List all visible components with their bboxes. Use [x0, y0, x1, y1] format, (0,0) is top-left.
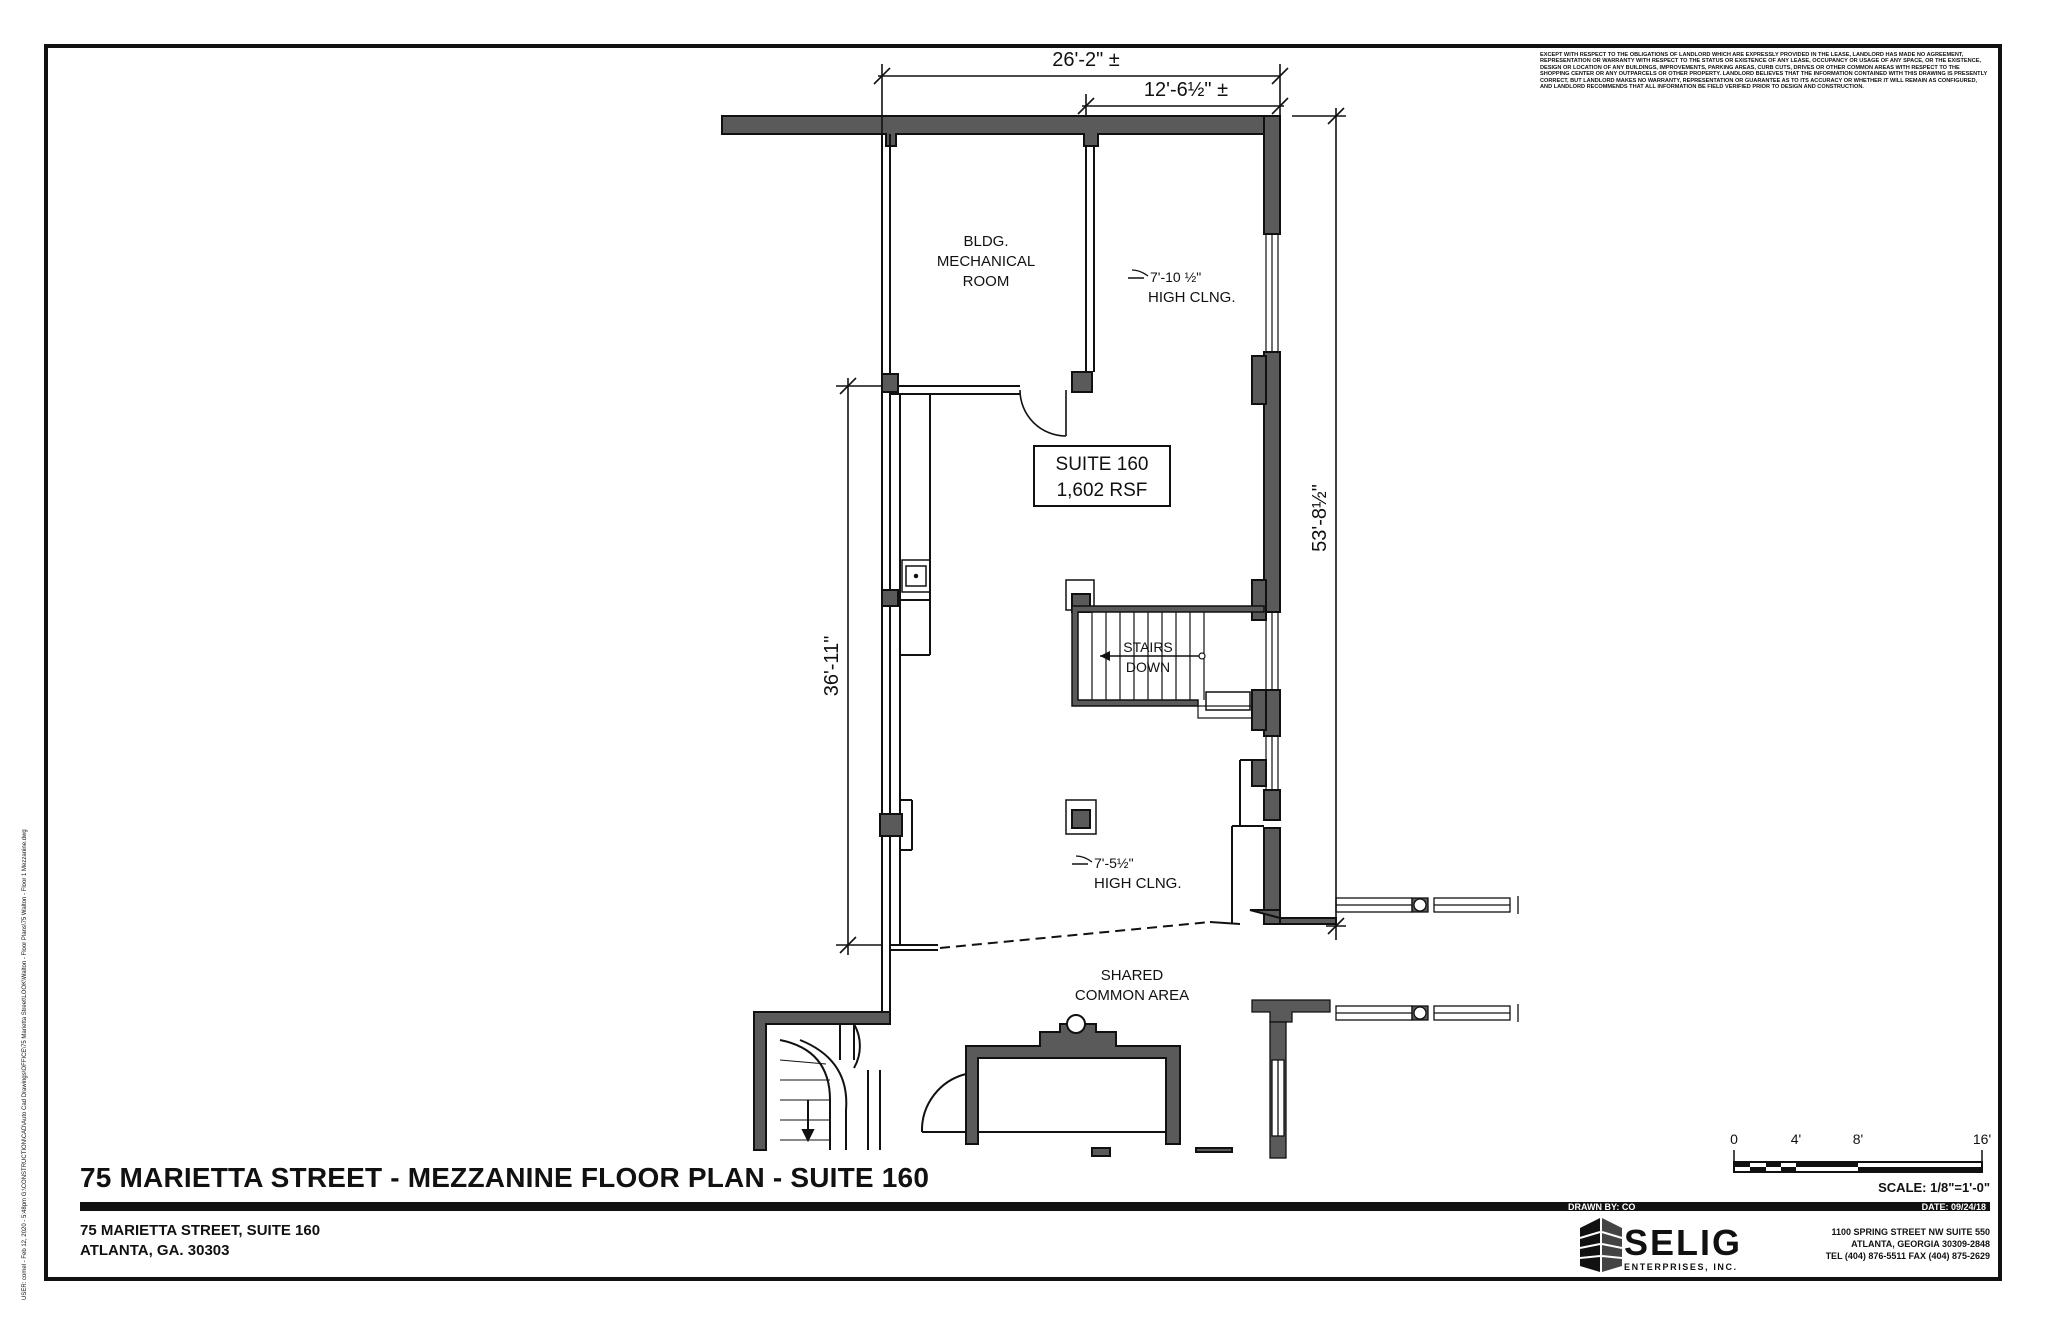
lower-stair-core	[753, 1011, 891, 1151]
suite-label-box	[1033, 445, 1171, 507]
scale-label: SCALE: 1/8"=1'-0"	[1878, 1180, 1990, 1195]
stairs-label-1: STAIRS	[1123, 639, 1173, 655]
sink-icon	[901, 559, 931, 593]
ceiling-height-2: 7'-5½"	[1094, 855, 1134, 871]
page-title: 75 MARIETTA STREET - MEZZANINE FLOOR PLA…	[80, 1162, 930, 1193]
exterior-walls	[721, 115, 1337, 925]
company-block: SELIG ENTERPRISES, INC.	[1578, 1222, 1778, 1278]
mech-room-label-1: BLDG.	[963, 233, 1008, 250]
common-area-label-2: COMMON AREA	[1075, 987, 1189, 1004]
stairs-label-2: DOWN	[1126, 659, 1170, 675]
dimension-lines	[836, 64, 1346, 955]
legal-disclaimer: EXCEPT WITH RESPECT TO THE OBLIGATIONS O…	[1540, 52, 1988, 91]
columns	[879, 371, 1093, 837]
company-address-2: ATLANTA, GEORGIA 30309-2848	[1851, 1239, 1990, 1249]
ceiling-height-1: 7'-10 ½"	[1150, 269, 1201, 285]
dim-left: 36'-11"	[821, 636, 843, 697]
address-line-2: ATLANTA, GA. 30303	[80, 1242, 230, 1259]
company-subtitle: ENTERPRISES, INC.	[1624, 1262, 1738, 1272]
dim-top-partial: 12'-6½" ±	[1144, 79, 1228, 101]
scale-tick-4: 4'	[1791, 1131, 1801, 1147]
suite-label: SUITE 160	[1056, 454, 1149, 475]
dim-top-overall: 26'-2" ±	[1052, 49, 1120, 71]
suite-area: 1,602 RSF	[1057, 480, 1148, 501]
mech-door	[1019, 389, 1067, 437]
scale-tick-0: 0	[1730, 1131, 1738, 1147]
storefront-windows	[1251, 896, 1519, 1159]
dim-right: 53'-8½"	[1309, 484, 1331, 552]
company-contact: 1100 SPRING STREET NW SUITE 550 ATLANTA,…	[1780, 1226, 1990, 1262]
drawing-date: DATE: 09/24/18	[1921, 1202, 1986, 1212]
scale-tick-16: 16'	[1973, 1131, 1991, 1147]
lower-core-room	[920, 1014, 1233, 1157]
common-area-label-1: SHARED	[1101, 967, 1164, 984]
mech-room-label-2: MECHANICAL	[937, 253, 1035, 270]
drawn-by: DRAWN BY: CO	[1568, 1202, 1636, 1212]
scale-bar: 0 4' 8' 16'	[1730, 1131, 1991, 1173]
company-address-1: 1100 SPRING STREET NW SUITE 550	[1831, 1227, 1990, 1237]
interior-walls	[881, 134, 1264, 1012]
company-name: SELIG	[1624, 1222, 1743, 1263]
sheet-border	[44, 44, 2002, 1281]
selig-logo-icon	[1579, 1218, 1623, 1272]
right-windows	[1265, 233, 1279, 791]
stairs	[1071, 605, 1265, 719]
scale-tick-8: 8'	[1853, 1131, 1863, 1147]
mech-room-label-3: ROOM	[963, 273, 1010, 290]
ceiling-mark-2-arc	[1075, 855, 1093, 863]
column-outlines	[1065, 579, 1251, 835]
ceiling-label-2: HIGH CLNG.	[1094, 875, 1182, 892]
ceiling-mark-1-arc	[1131, 269, 1149, 277]
title-divider	[80, 1202, 1990, 1211]
address-line-1: 75 MARIETTA STREET, SUITE 160	[80, 1222, 321, 1239]
company-phone: TEL (404) 876-5511 FAX (404) 875-2629	[1825, 1251, 1990, 1261]
room-labels: BLDG. MECHANICAL ROOM SUITE 160 1,602 RS…	[937, 233, 1236, 1004]
ceiling-label-1: HIGH CLNG.	[1148, 289, 1236, 306]
dimension-labels: 26'-2" ± 12'-6½" ± 53'-8½" 36'-11"	[821, 49, 1331, 696]
